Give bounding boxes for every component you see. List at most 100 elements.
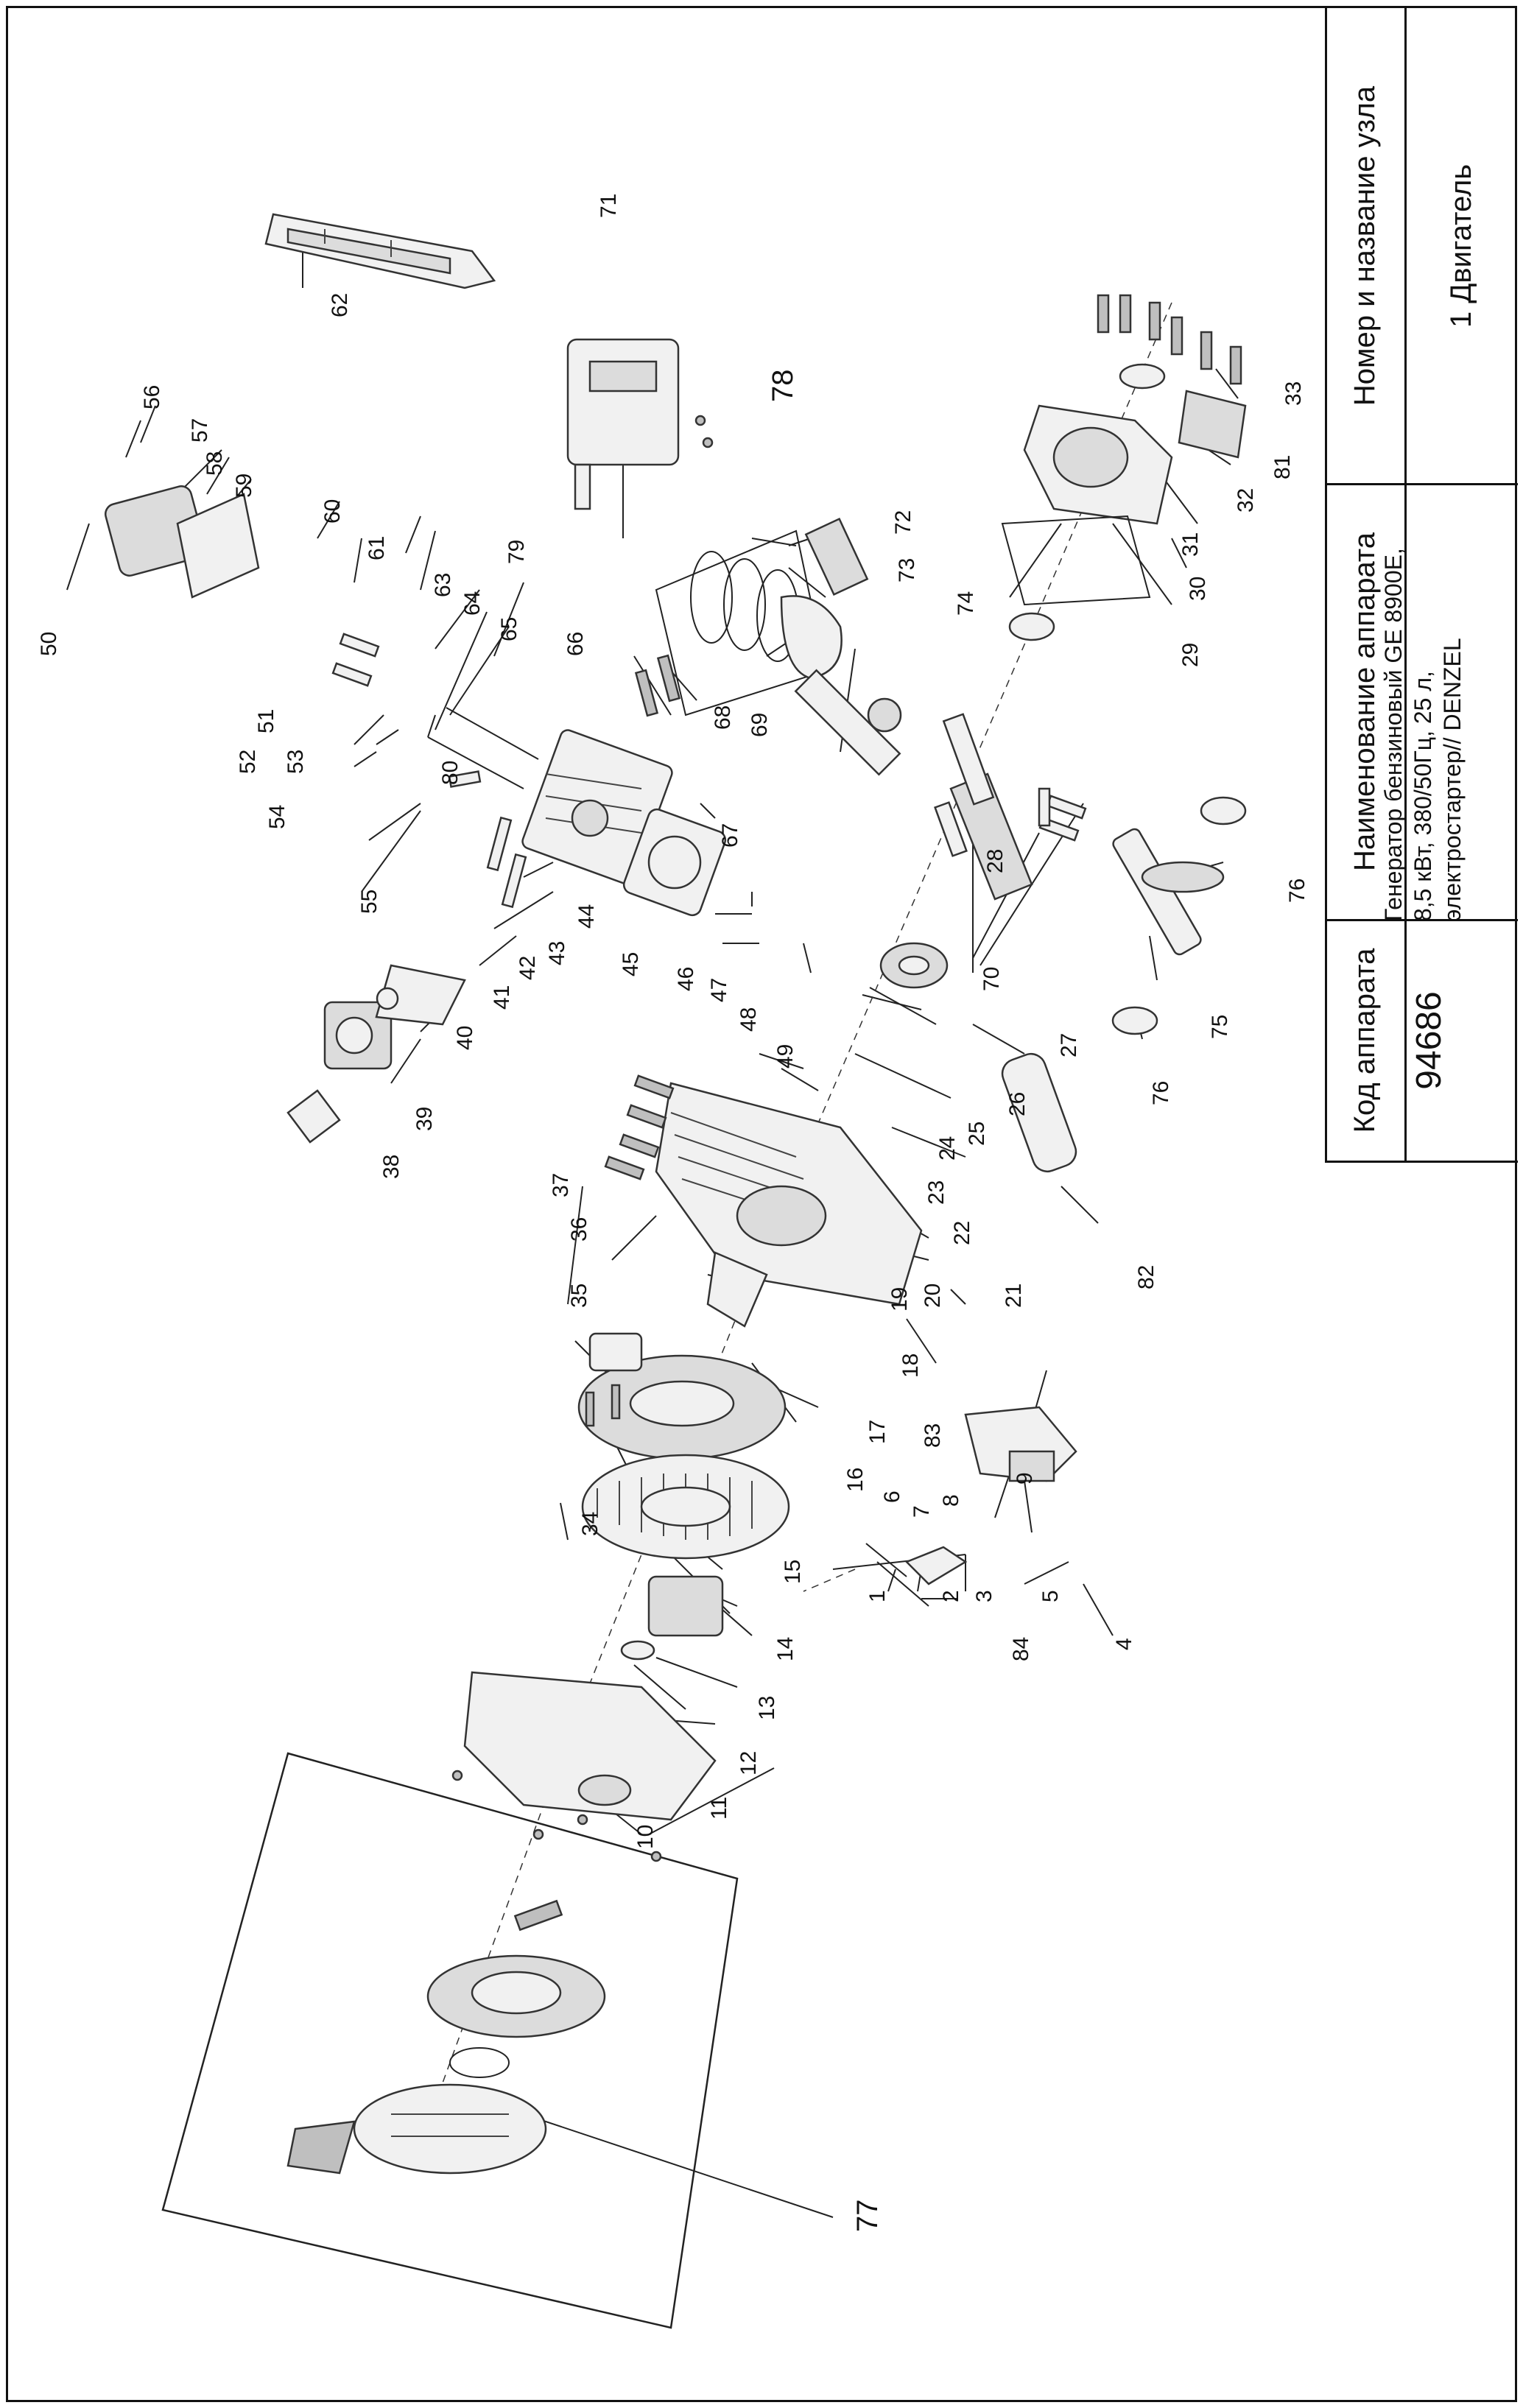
callout-84: 84 [1009, 1637, 1033, 1661]
cylinder-head [521, 729, 673, 885]
callout-76-upper: 76 [1285, 879, 1309, 903]
callout-17: 17 [865, 1420, 890, 1444]
callout-31: 31 [1178, 532, 1203, 557]
callout-60: 60 [320, 499, 345, 524]
callout-45: 45 [619, 952, 643, 976]
device-name-line-2: 8,5 кВт, 380/50Гц, 25 л, [1410, 671, 1436, 921]
callout-3: 3 [972, 1590, 996, 1602]
callout-18: 18 [898, 1353, 923, 1378]
side-gasket [1001, 515, 1151, 606]
header-device-name: Наименование аппарата [1348, 532, 1381, 871]
callout-2: 2 [939, 1590, 963, 1602]
callout-32: 32 [1234, 488, 1258, 513]
callout-13: 13 [755, 1696, 779, 1720]
callout-6: 6 [880, 1490, 904, 1503]
callout-9: 9 [1013, 1472, 1037, 1485]
callout-12: 12 [736, 1751, 761, 1775]
callout-44: 44 [574, 904, 599, 929]
callout-labels: 1 2 3 4 5 6 7 8 9 10 11 12 13 14 15 16 1… [37, 194, 1309, 2232]
callout-34: 34 [578, 1512, 602, 1536]
callout-43: 43 [545, 941, 569, 965]
callout-82: 82 [1134, 1265, 1158, 1289]
callout-52: 52 [236, 750, 260, 774]
flywheel [577, 1354, 790, 1560]
callout-5: 5 [1038, 1590, 1063, 1602]
crankcase-cover [1023, 363, 1247, 525]
callout-47: 47 [707, 978, 731, 1002]
callout-81: 81 [1270, 455, 1295, 479]
callout-61: 61 [365, 536, 389, 560]
node-name-value: 1 Двигатель [1445, 163, 1477, 328]
callout-19: 19 [887, 1287, 912, 1312]
callout-77: 77 [851, 2200, 884, 2233]
callout-56: 56 [140, 385, 164, 409]
callout-51: 51 [254, 709, 278, 733]
callout-33: 33 [1281, 381, 1306, 406]
callout-25: 25 [965, 1122, 989, 1146]
exploded-engine-diagram: 1 2 3 4 5 6 7 8 9 10 11 12 13 14 15 16 1… [37, 194, 1309, 2329]
callout-16: 16 [843, 1468, 868, 1492]
callout-72: 72 [891, 510, 915, 535]
crankshaft [934, 612, 1055, 901]
ignition-coil [585, 1332, 643, 1427]
callout-39: 39 [412, 1107, 437, 1131]
callout-15: 15 [781, 1560, 805, 1584]
device-name-value: Генератор бензиновый GE 8900E, 8,5 кВт, … [1379, 487, 1470, 921]
fasteners [331, 294, 1242, 1180]
callout-29: 29 [1178, 643, 1203, 667]
callout-63: 63 [431, 573, 455, 597]
callout-10: 10 [633, 1825, 658, 1849]
callout-59: 59 [232, 473, 256, 498]
device-name-line-3: электростартер// DENZEL [1439, 638, 1466, 921]
piston [780, 517, 869, 680]
camshaft-gear [879, 942, 949, 989]
callout-4: 4 [1112, 1638, 1136, 1650]
callout-1: 1 [865, 1590, 890, 1602]
callout-74: 74 [954, 591, 978, 616]
header-device-code: Код аппарата [1348, 948, 1381, 1133]
connecting-rod [794, 669, 902, 776]
callout-22: 22 [950, 1221, 974, 1245]
callout-57: 57 [188, 418, 212, 443]
starter-motor [1001, 1052, 1077, 1173]
callout-70: 70 [979, 967, 1004, 991]
callout-65: 65 [497, 617, 521, 641]
callout-38: 38 [379, 1155, 404, 1179]
callout-55: 55 [357, 890, 381, 914]
callout-49: 49 [773, 1044, 798, 1069]
callout-54: 54 [265, 805, 289, 829]
device-code-value: 94686 [1410, 991, 1449, 1090]
callout-21: 21 [1002, 1284, 1026, 1308]
callout-30: 30 [1186, 577, 1210, 601]
callout-62: 62 [328, 293, 352, 317]
callout-24: 24 [935, 1136, 960, 1161]
muffler [566, 338, 714, 510]
callout-37: 37 [549, 1173, 573, 1197]
drawing-sheet: 1 2 3 4 5 6 7 8 9 10 11 12 13 14 15 16 1… [6, 6, 1518, 2402]
callout-78: 78 [767, 370, 799, 403]
callout-75: 75 [1208, 1015, 1232, 1039]
callout-48: 48 [736, 1007, 761, 1032]
callout-42: 42 [516, 956, 540, 980]
callout-27: 27 [1057, 1033, 1081, 1057]
callout-40: 40 [453, 1026, 477, 1050]
callout-11: 11 [707, 1797, 731, 1820]
head-gasket [622, 808, 727, 917]
balancer [1111, 796, 1247, 1035]
callout-14: 14 [773, 1637, 798, 1661]
callout-79: 79 [504, 540, 529, 564]
device-name-line-1: Генератор бензиновый GE 8900E, [1380, 548, 1407, 921]
callout-67: 67 [718, 823, 742, 848]
callout-7: 7 [910, 1505, 934, 1518]
callout-73: 73 [895, 558, 919, 582]
crankcase [655, 1082, 923, 1328]
callout-68: 68 [711, 705, 735, 730]
recoil-starter [286, 1770, 662, 2175]
recoil-starter-group-frame [161, 1752, 739, 2329]
callout-36: 36 [567, 1217, 591, 1242]
callout-46: 46 [674, 967, 698, 991]
callout-71: 71 [597, 194, 621, 218]
callout-53: 53 [284, 750, 308, 774]
callout-23: 23 [924, 1180, 949, 1205]
air-cleaner-cover [264, 213, 496, 289]
